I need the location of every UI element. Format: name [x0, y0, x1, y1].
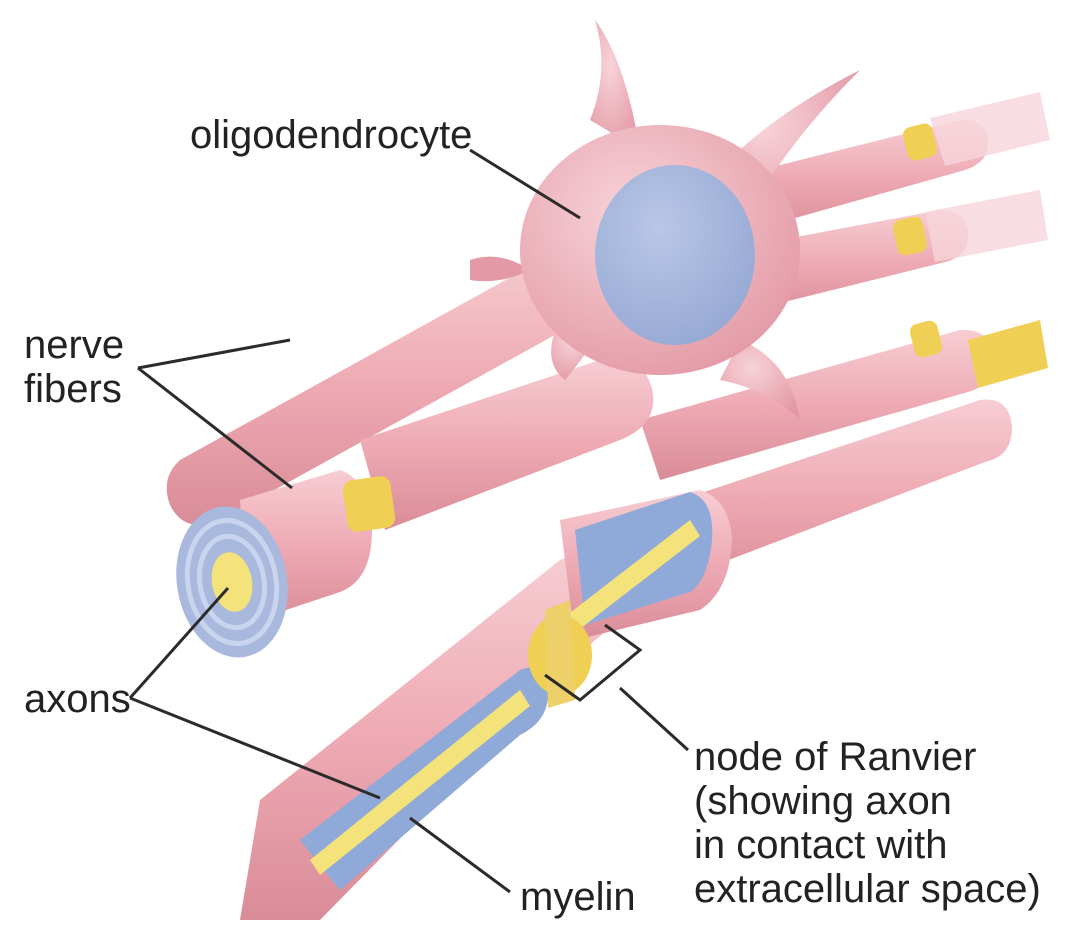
label-node-line4: extracellular space)	[694, 867, 1041, 911]
nucleus	[595, 165, 755, 345]
label-node-line2: (showing axon	[694, 779, 952, 823]
label-node-line3: in contact with	[694, 823, 947, 867]
label-fibers: fibers	[24, 367, 122, 411]
myelin-leader	[410, 818, 510, 892]
node-leader	[620, 688, 688, 750]
nerve-fibers-leader-1	[138, 340, 290, 368]
label-node-line1: node of Ranvier	[694, 735, 976, 779]
label-nerve: nerve	[24, 323, 124, 367]
label-oligodendrocyte: oligodendrocyte	[190, 113, 472, 157]
oligodendrocyte-cell	[470, 20, 860, 420]
label-myelin: myelin	[520, 875, 636, 919]
label-axons: axons	[24, 677, 131, 721]
